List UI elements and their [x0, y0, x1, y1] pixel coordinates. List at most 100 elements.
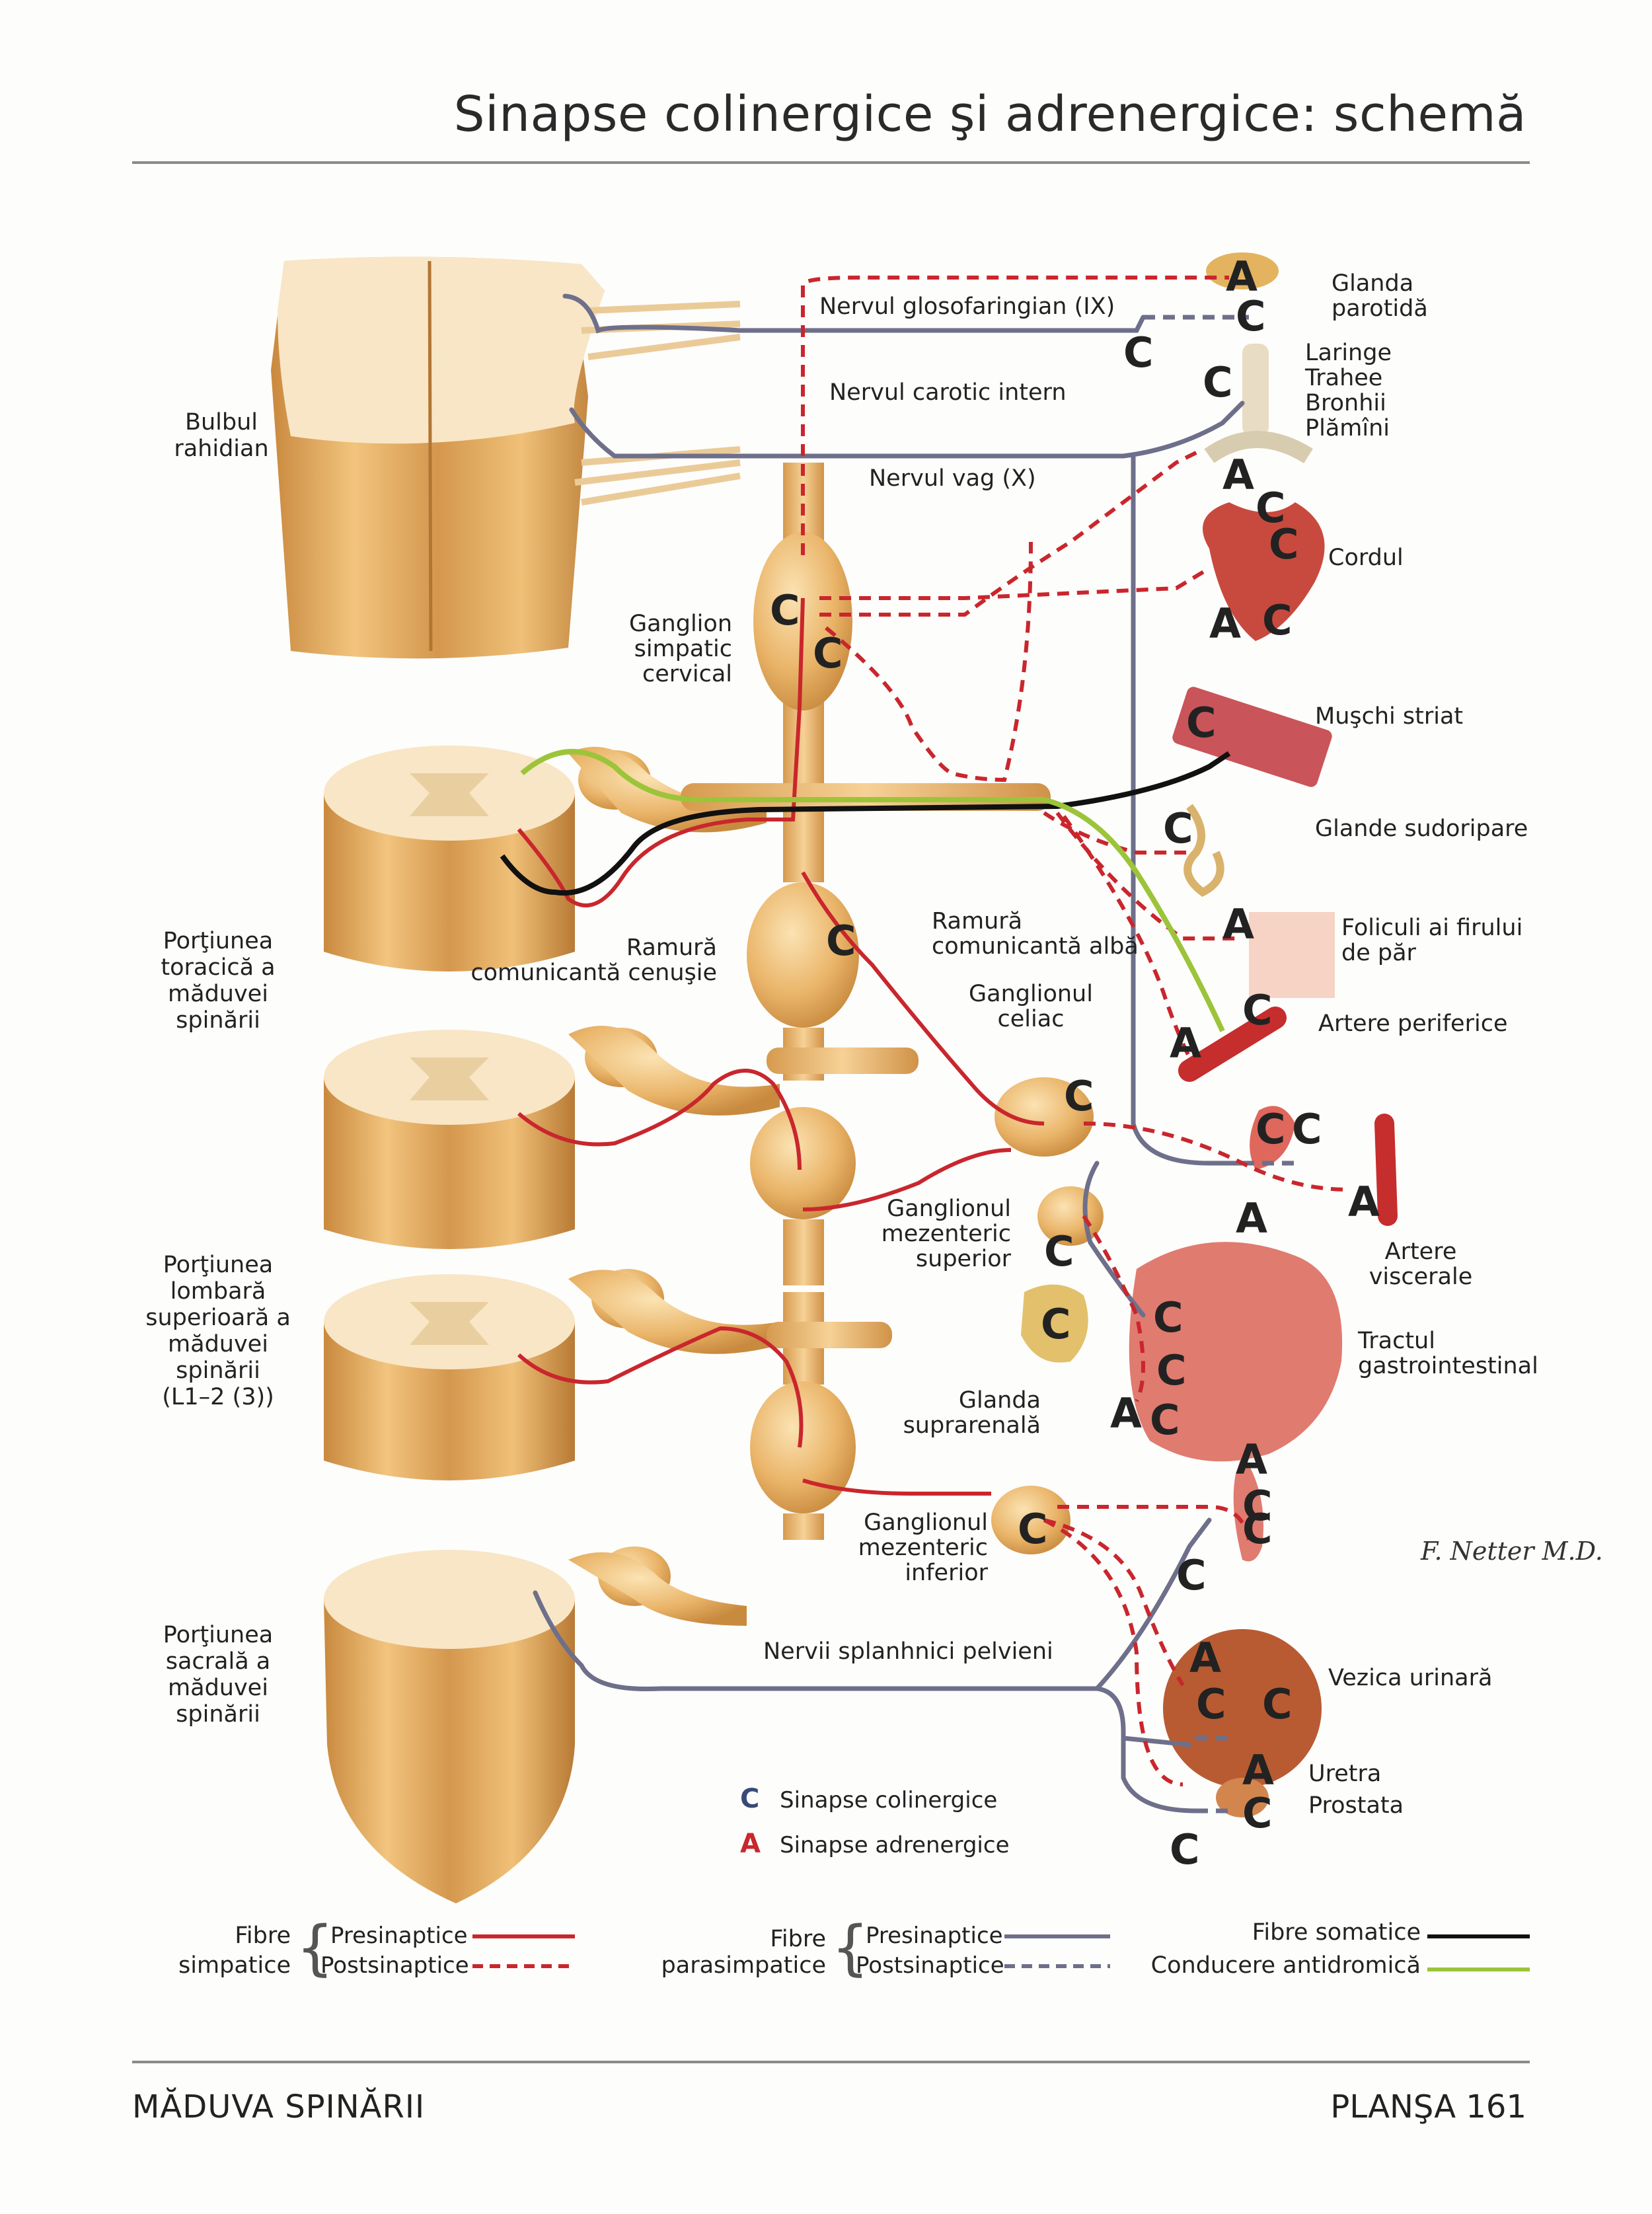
thoracic-label: Porţiunea [163, 928, 273, 954]
grey-ramus-label: comunicantă cenuşie [470, 960, 717, 986]
sacral-segment [324, 1550, 575, 1903]
cervical-ganglion-label: Ganglion [629, 611, 732, 637]
lumbar-label: superioară a [145, 1305, 291, 1331]
gi-tract-label: gastrointestinal [1358, 1353, 1538, 1379]
A-mark: A [1222, 900, 1254, 948]
respiratory-label: Bronhii [1305, 390, 1386, 416]
trachea-shape [1242, 344, 1269, 436]
C-mark: C [1262, 1680, 1293, 1728]
lumbar-segment-1 [324, 1030, 575, 1249]
lumbar-label: Porţiunea [163, 1252, 273, 1278]
C-mark: C [1064, 1072, 1094, 1120]
cervical-ganglion-label: simpatic [634, 636, 732, 662]
visceral-artery-shape [1374, 1114, 1398, 1226]
heart-shape [1203, 502, 1325, 641]
C-mark: C [1150, 1396, 1180, 1444]
lumbar-label: lombară [170, 1278, 266, 1305]
legend-sym-pre: Presinaptice [330, 1923, 468, 1949]
legend-para-post: Postsinaptice [856, 1952, 1004, 1979]
sup-mesenteric-label: mezenteric [882, 1221, 1011, 1247]
heart-label: Cordul [1328, 545, 1404, 571]
pelvic-splanchnic-label: Nervii splanhnici pelvieni [763, 1638, 1053, 1665]
C-mark: C [1123, 328, 1154, 377]
legend-para-label: parasimpatice [661, 1952, 826, 1979]
lumbar-segment-2 [324, 1274, 575, 1480]
nerve-labels: Nervul glosofaringian (IX) Nervul caroti… [470, 293, 1139, 1665]
visceral-arteries-label: viscerale [1369, 1264, 1473, 1290]
legend-A-symbol: A [740, 1829, 761, 1859]
vagus-label: Nervul vag (X) [869, 465, 1036, 492]
sup-mesenteric-label: superior [916, 1246, 1012, 1272]
C-mark: C [826, 917, 856, 965]
A-mark: A [1209, 599, 1241, 648]
respiratory-label: Plămîni [1305, 415, 1390, 441]
C-mark: C [1256, 1105, 1286, 1153]
A-mark: A [1222, 451, 1254, 499]
A-mark: A [1170, 1019, 1201, 1067]
hair-follicle-label: Foliculi ai firului [1341, 915, 1522, 941]
bladder-label: Vezica urinară [1328, 1665, 1492, 1691]
white-ramus-label: Ramură [932, 908, 1022, 935]
lumbar-label: spinării [176, 1357, 260, 1384]
thoracic-label: toracică a [161, 954, 275, 981]
sacral-label: sacrală a [166, 1648, 271, 1675]
legend-antidromic-text: Conducere antidromică [1151, 1952, 1421, 1979]
C-mark: C [1170, 1825, 1200, 1874]
A-mark: A [1242, 1746, 1274, 1794]
inf-mesenteric-label: Ganglionul [864, 1509, 988, 1536]
C-mark: C [1203, 358, 1233, 406]
fiber-legend: Fibre simpatice { Presinaptice Postsinap… [178, 1913, 1530, 1983]
inf-mesenteric-ganglion-shape [991, 1486, 1070, 1554]
sacral-label: măduvei [168, 1675, 268, 1701]
celiac-ganglion-shape [995, 1077, 1094, 1157]
legend-sym-label: Fibre [235, 1923, 291, 1949]
parasympathetic-post [1143, 315, 1295, 1813]
celiac-ganglion-label: Ganglionul [969, 981, 1093, 1007]
adrenal-label: Glanda [959, 1387, 1041, 1414]
medulla-label: rahidian [174, 436, 268, 462]
C-mark: C [1163, 804, 1193, 853]
artist-signature: F. Netter M.D. [1420, 1537, 1603, 1566]
C-mark: C [1153, 1293, 1183, 1342]
C-mark: C [1242, 1482, 1273, 1530]
sacral-label: Porţiunea [163, 1622, 273, 1648]
synapse-marks: A C C C A C C A C C C C C A C A C C C C … [770, 252, 1380, 1874]
synapse-legend: C Sinapse colinergice A Sinapse adrenerg… [740, 1784, 1010, 1859]
C-mark: C [1156, 1346, 1187, 1394]
organ-labels: Glanda parotidă Laringe Trahee Bronhii P… [1304, 270, 1538, 1819]
organs [1129, 252, 1398, 1817]
C-mark: C [1186, 699, 1217, 747]
respiratory-label: Trahee [1304, 365, 1382, 391]
C-mark: C [1041, 1300, 1071, 1348]
hair-follicle-shape [1249, 912, 1335, 998]
C-mark: C [1044, 1227, 1074, 1276]
legend-brace: { [296, 1913, 334, 1983]
visceral-arteries-label: Artere [1385, 1239, 1457, 1265]
white-ramus-label: comunicantă albă [932, 933, 1139, 960]
sweat-gland-shape [1183, 804, 1224, 897]
C-mark: C [813, 629, 843, 677]
header-rule [132, 161, 1530, 164]
inf-mesenteric-label: inferior [905, 1560, 988, 1586]
C-mark: C [1242, 1789, 1273, 1837]
C-mark: C [1269, 520, 1299, 568]
sup-mesenteric-label: Ganglionul [887, 1196, 1011, 1222]
lumbar-label: măduvei [168, 1331, 268, 1357]
C-mark: C [1242, 986, 1273, 1034]
C-mark: C [770, 586, 800, 634]
legend-C-symbol: C [740, 1784, 759, 1814]
sympathetic-chain [681, 463, 1051, 1540]
adrenal-gland-shape [1021, 1284, 1088, 1363]
A-mark: A [1236, 1194, 1267, 1242]
peripheral-arteries-label: Artere periferice [1318, 1011, 1507, 1037]
celiac-ganglion-label: celiac [998, 1006, 1065, 1032]
internal-carotid-label: Nervul carotic intern [829, 379, 1067, 406]
legend-A-text: Sinapse adrenergice [780, 1832, 1010, 1858]
legend-somatic-text: Fibre somatice [1252, 1919, 1421, 1946]
inf-mesenteric-label: mezenteric [858, 1535, 988, 1561]
antidromic-fiber [520, 749, 1225, 1032]
footer-plate-number: PLANŞA 161 [1330, 2088, 1526, 2125]
prostate-label: Prostata [1308, 1792, 1404, 1819]
peripheral-artery-shape [1178, 1007, 1287, 1082]
A-mark: A [1348, 1178, 1380, 1226]
